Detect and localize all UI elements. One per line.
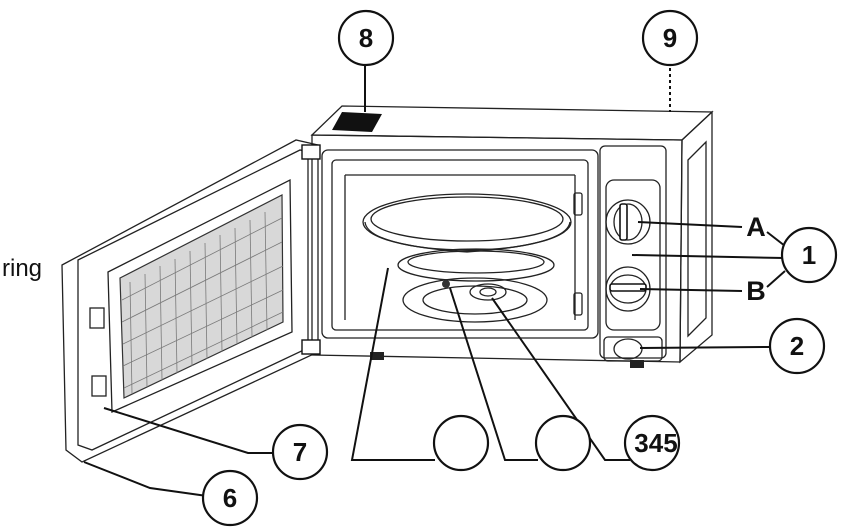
turntable-assembly — [362, 193, 572, 323]
door-release-button[interactable] — [603, 336, 663, 362]
callout-7: 7 — [271, 423, 329, 481]
callout-9: 9 — [641, 9, 699, 67]
side-label-ring: ring — [2, 255, 42, 282]
svg-text:9: 9 — [663, 23, 677, 53]
svg-text:7: 7 — [293, 437, 307, 467]
svg-text:345: 345 — [634, 428, 677, 458]
leader-lines — [83, 62, 786, 497]
microwave-door — [61, 139, 321, 463]
callout-345: 345 — [623, 414, 681, 472]
svg-text:1: 1 — [802, 240, 816, 270]
label-a: A — [746, 212, 766, 242]
label-b: B — [746, 276, 766, 306]
svg-text:2: 2 — [790, 331, 804, 361]
top-vent — [332, 112, 382, 132]
svg-text:6: 6 — [223, 483, 237, 513]
door-window-mesh — [119, 194, 284, 399]
callout-6: 6 — [201, 469, 259, 527]
callout-blank-a — [432, 414, 490, 472]
callout-8: 8 — [337, 9, 395, 67]
callout-blank-b — [534, 414, 592, 472]
callout-2: 2 — [768, 317, 826, 375]
svg-text:8: 8 — [359, 23, 373, 53]
callout-1: 1 — [780, 226, 838, 284]
